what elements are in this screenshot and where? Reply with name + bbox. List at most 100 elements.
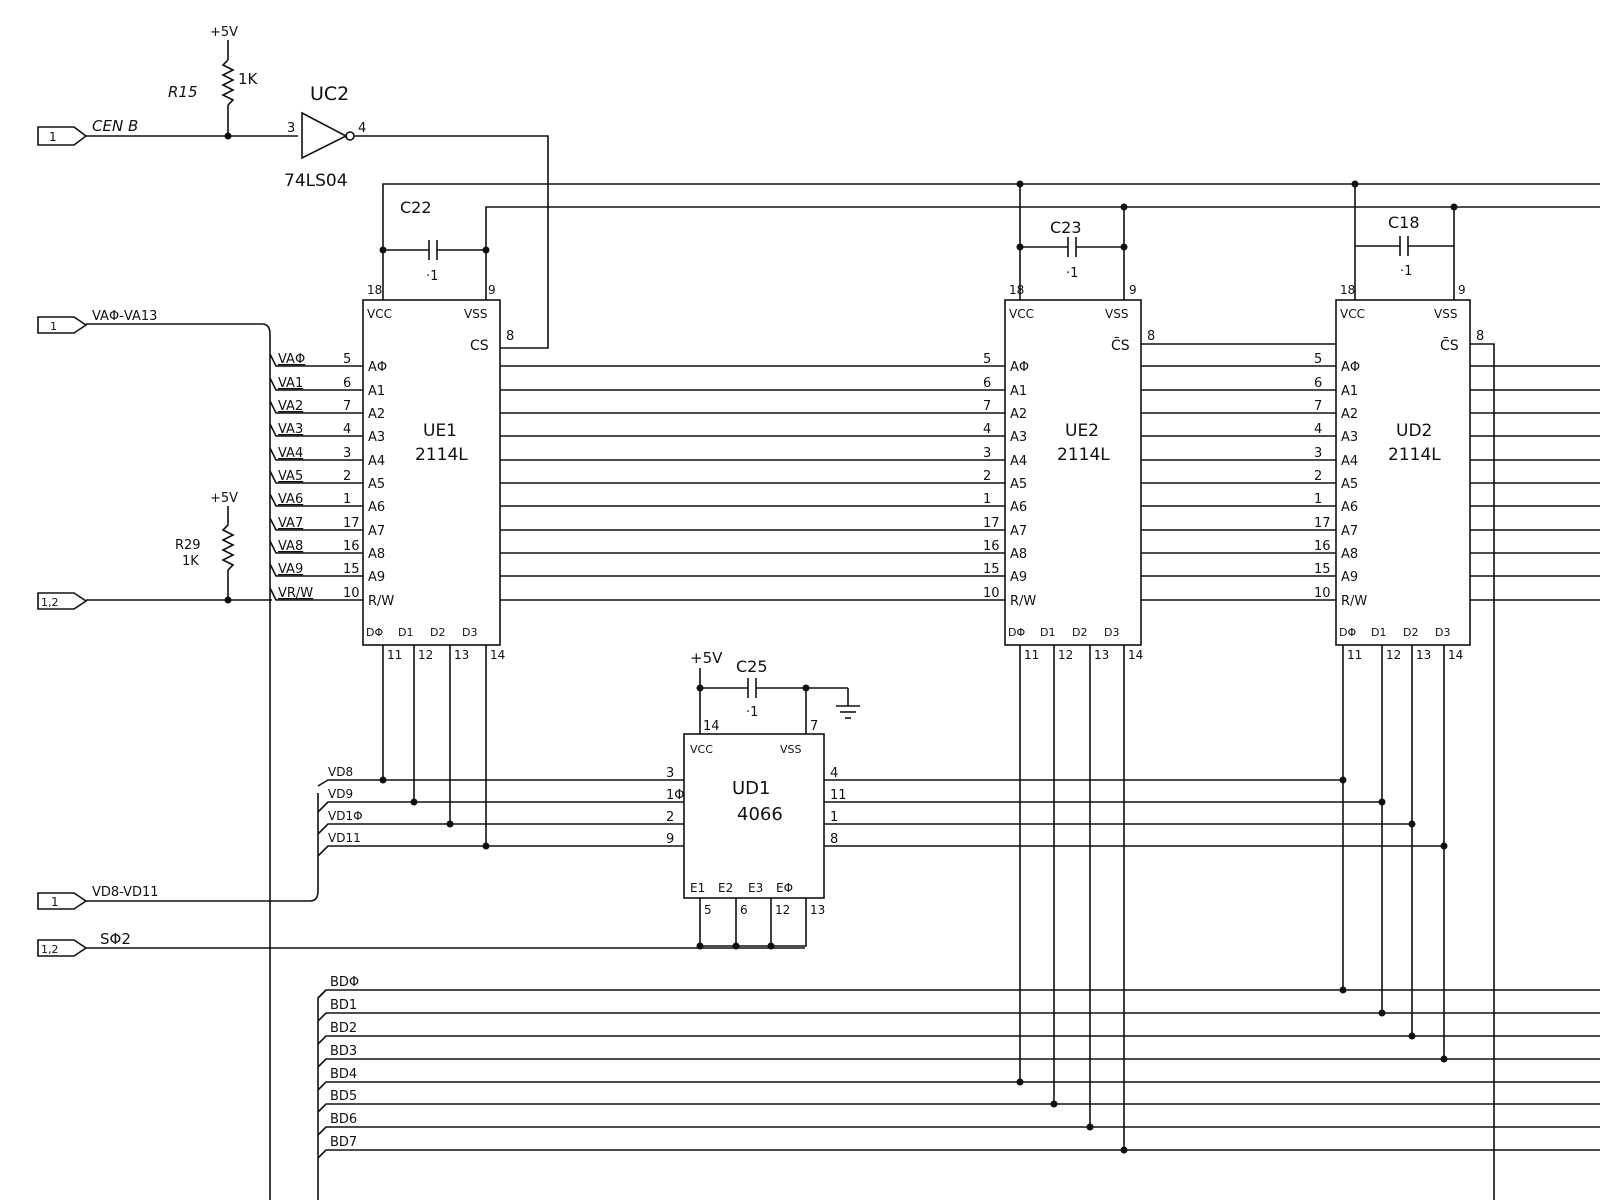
r29-supply-label: +5V bbox=[210, 491, 238, 506]
ue2-data-pin-1: 12 bbox=[1058, 648, 1073, 662]
bd-line-label-5: BD5 bbox=[330, 1089, 357, 1104]
ud2-addr-label-5: A5 bbox=[1341, 477, 1358, 492]
ud2-part: 2114L bbox=[1388, 445, 1441, 465]
ud2-vss-pin: 9 bbox=[1458, 283, 1466, 297]
ue2-addr-label-7: A7 bbox=[1010, 524, 1027, 539]
ue1-vcc-label: VCC bbox=[367, 307, 392, 321]
ue2-data-pin-0: 11 bbox=[1024, 648, 1039, 662]
ue2-data-label-3: D3 bbox=[1104, 626, 1119, 639]
ue2-addr-pin-10: 10 bbox=[983, 586, 1000, 601]
ue2-cs-label: C̄S bbox=[1111, 336, 1130, 354]
bd-line-label-4: BD4 bbox=[330, 1067, 357, 1082]
ue2-addr-label-1: A1 bbox=[1010, 384, 1027, 399]
ue1-data-label-3: D3 bbox=[462, 626, 477, 639]
resistor-r15: +5V R15 1K bbox=[168, 25, 259, 140]
ue2-addr-pin-2: 7 bbox=[983, 399, 991, 414]
ud2-addr-label-3: A3 bbox=[1341, 430, 1358, 445]
ud2-addr-pin-10: 10 bbox=[1314, 586, 1331, 601]
ground-symbol bbox=[836, 688, 860, 719]
ue1-addr-label-1: A1 bbox=[368, 384, 385, 399]
ud2-vcc-pin: 18 bbox=[1340, 283, 1355, 297]
ue1-cs-pin: 8 bbox=[506, 329, 514, 344]
ue2-addr-label-3: A3 bbox=[1010, 430, 1027, 445]
ue1-addr-pin-0: 5 bbox=[343, 352, 351, 367]
ue1-addr-pin-1: 6 bbox=[343, 376, 351, 391]
ue1-data-label-0: DΦ bbox=[366, 626, 383, 639]
ue2-data-label-1: D1 bbox=[1040, 626, 1055, 639]
c25-supply-label: +5V bbox=[690, 649, 723, 667]
connector-s02: 1,2 SΦ2 bbox=[37, 930, 805, 957]
ud2-addr-label-7: A7 bbox=[1341, 524, 1358, 539]
ue2-addr-label-2: A2 bbox=[1010, 407, 1027, 422]
ud1-enable-pin-3: 13 bbox=[810, 903, 825, 917]
uc2-pin-in: 3 bbox=[287, 121, 295, 136]
ud2-data-pin-1: 12 bbox=[1386, 648, 1401, 662]
ue2-data-label-2: D2 bbox=[1072, 626, 1087, 639]
ud1-vss-pin: 7 bbox=[810, 719, 818, 734]
ue1-data-pin-2: 13 bbox=[454, 648, 469, 662]
connector-vd-signal: VD8-VD11 bbox=[92, 885, 159, 900]
connector-va-sheet: 1 bbox=[50, 320, 57, 333]
ue1-addr-label-9: A9 bbox=[368, 570, 385, 585]
ue2-vss-label: VSS bbox=[1105, 307, 1128, 321]
va-line-label-3: VA3 bbox=[278, 422, 303, 437]
ue1-addr-pin-8: 16 bbox=[343, 539, 360, 554]
ue1-data-pin-3: 14 bbox=[490, 648, 505, 662]
ud1-enable-pin-1: 6 bbox=[740, 903, 748, 917]
ue2-addr-pin-5: 2 bbox=[983, 469, 991, 484]
c23-value: ·1 bbox=[1066, 266, 1078, 281]
ue1-data-pin-0: 11 bbox=[387, 648, 402, 662]
connector-s02-signal: SΦ2 bbox=[100, 930, 131, 948]
r15-value: 1K bbox=[238, 70, 259, 88]
bd-line-label-2: BD2 bbox=[330, 1021, 357, 1036]
ue1-part: 2114L bbox=[415, 445, 468, 465]
connector-va: 1 VAΦ-VA13 bbox=[37, 309, 271, 1200]
connector-cenb: 1 CEN B bbox=[37, 117, 298, 146]
ud2-addr-pin-7: 17 bbox=[1314, 516, 1331, 531]
r29-value: 1K bbox=[182, 554, 199, 569]
ue2-vcc-pin: 18 bbox=[1009, 283, 1024, 297]
ud2-addr-pin-5: 2 bbox=[1314, 469, 1322, 484]
ue1-addr-label-0: AΦ bbox=[368, 360, 387, 375]
vd-line-label-0: VD8 bbox=[328, 765, 353, 779]
c25-value: ·1 bbox=[746, 705, 758, 720]
ue2-addr-pin-3: 4 bbox=[983, 422, 991, 437]
vd-line-label-1: VD9 bbox=[328, 787, 353, 801]
ud1-ref: UD1 bbox=[732, 778, 771, 799]
ue1-vss-label: VSS bbox=[464, 307, 487, 321]
ud1-enable-label-3: EΦ bbox=[776, 881, 793, 895]
ue2-addr-label-5: A5 bbox=[1010, 477, 1027, 492]
ue1-addr-pin-3: 4 bbox=[343, 422, 351, 437]
va-line-label-4: VA4 bbox=[278, 446, 303, 461]
ue2-addr-label-6: A6 bbox=[1010, 500, 1027, 515]
ue2-cs-pin: 8 bbox=[1147, 329, 1155, 344]
bd-line-label-1: BD1 bbox=[330, 998, 357, 1013]
ue1-addr-label-4: A4 bbox=[368, 454, 385, 469]
ud2-addr-label-8: A8 bbox=[1341, 547, 1358, 562]
ud2-addr-pin-3: 4 bbox=[1314, 422, 1322, 437]
ud2-addr-pin-1: 6 bbox=[1314, 376, 1322, 391]
ud1-left-pin-0: 3 bbox=[666, 766, 674, 781]
va-line-label-7: VA7 bbox=[278, 516, 303, 531]
ue2-data-label-0: DΦ bbox=[1008, 626, 1025, 639]
ud2-data-label-2: D2 bbox=[1403, 626, 1418, 639]
c18-ref: C18 bbox=[1388, 213, 1420, 232]
ue1-addr-label-3: A3 bbox=[368, 430, 385, 445]
ue2-part: 2114L bbox=[1057, 445, 1110, 465]
ud2-addr-pin-2: 7 bbox=[1314, 399, 1322, 414]
connector-vd-sheet: 1 bbox=[51, 895, 59, 909]
va-line-label-6: VA6 bbox=[278, 492, 303, 507]
ue2-addr-pin-4: 3 bbox=[983, 446, 991, 461]
uc2-ref: UC2 bbox=[310, 83, 349, 105]
ud2-data-label-0: DΦ bbox=[1339, 626, 1356, 639]
ue2-ref: UE2 bbox=[1065, 421, 1099, 441]
ue1-addr-pin-10: 10 bbox=[343, 586, 360, 601]
connector-cenb-sheet: 1 bbox=[49, 130, 57, 144]
ue1-addr-label-8: A8 bbox=[368, 547, 385, 562]
ud1-enable-label-0: E1 bbox=[690, 881, 705, 895]
ud2-addr-pin-9: 15 bbox=[1314, 562, 1331, 577]
ud2-addr-pin-6: 1 bbox=[1314, 492, 1322, 507]
ud2-data-label-1: D1 bbox=[1371, 626, 1386, 639]
ud1-left-pin-3: 9 bbox=[666, 832, 674, 847]
